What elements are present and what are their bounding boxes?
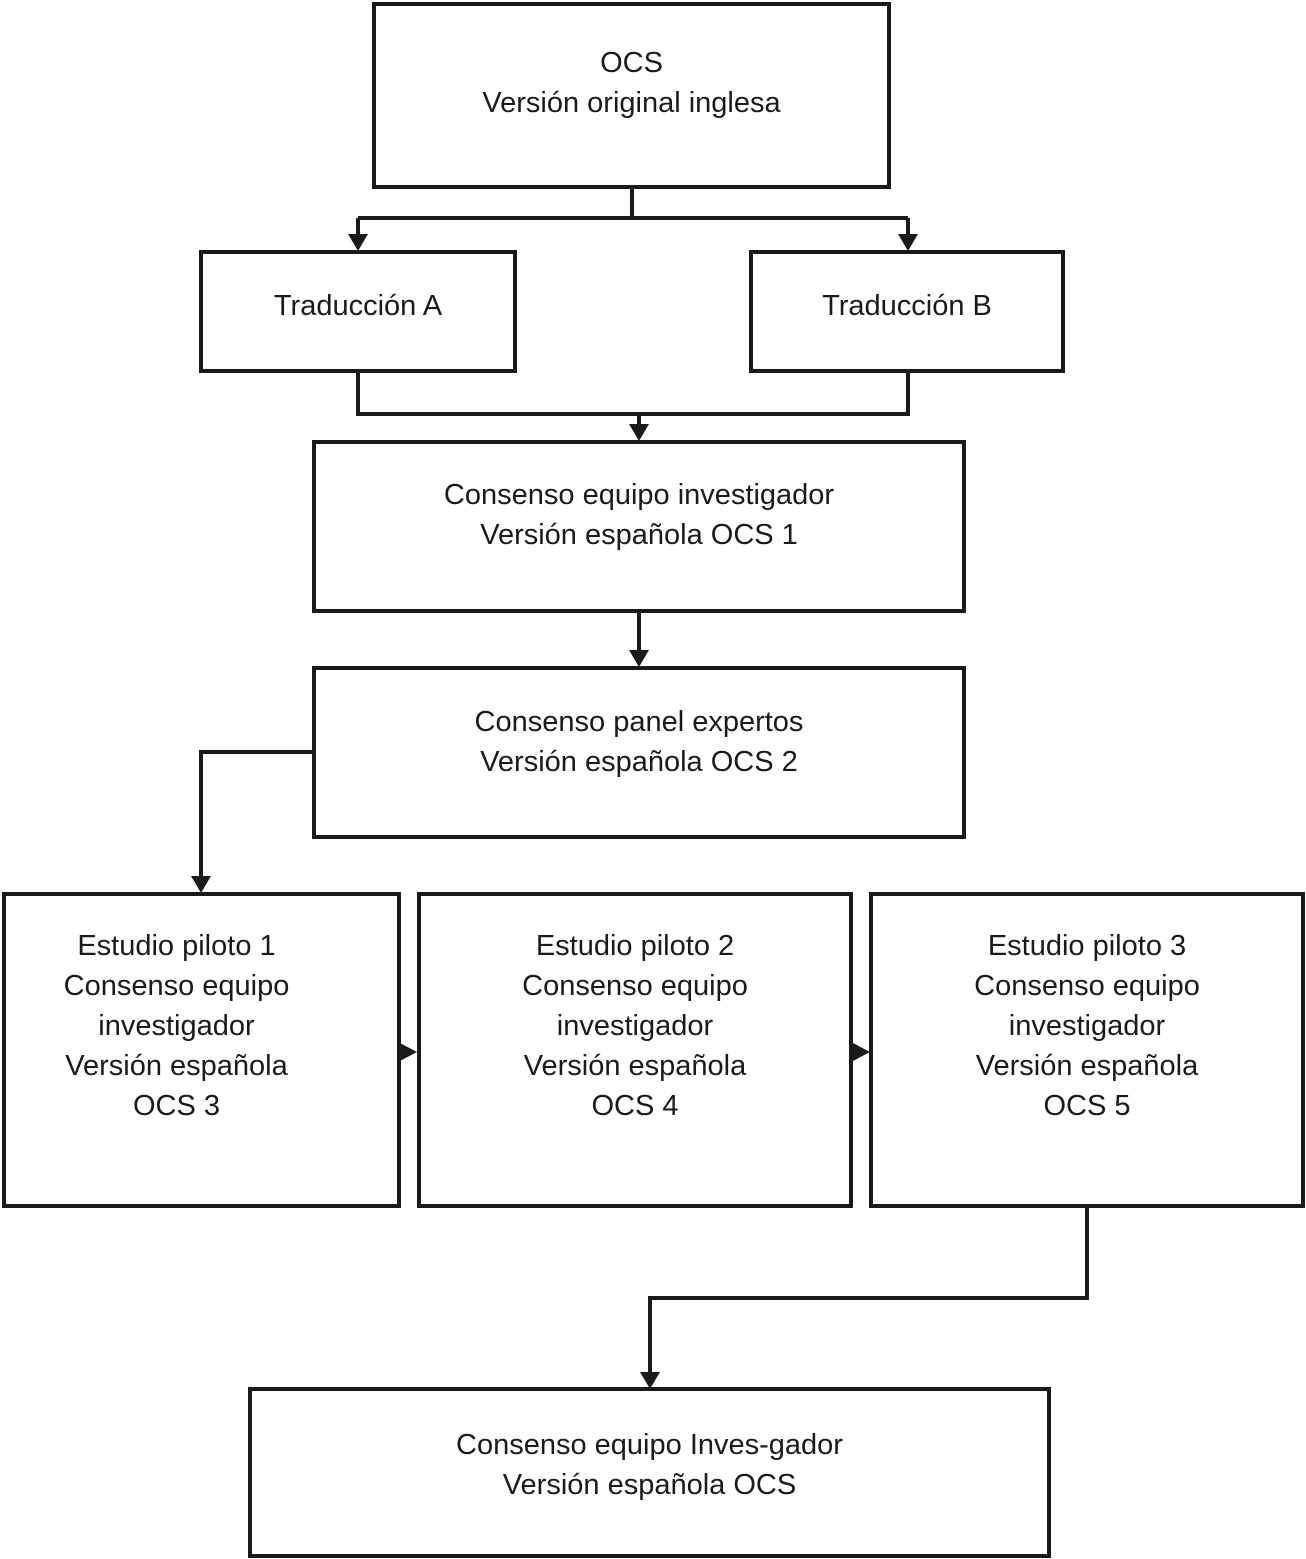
- node-consenso-final-text: Consenso equipo Inves-gador Versión espa…: [456, 1425, 843, 1505]
- arrowhead-piloto-1: [191, 876, 211, 893]
- node-line: Versión original inglesa: [482, 86, 781, 119]
- node-line: Estudio piloto 3: [987, 930, 1187, 962]
- node-estudio-piloto-3: Estudio piloto 3 Consenso equipo investi…: [869, 892, 1305, 1208]
- arrowhead-piloto-2: [400, 1043, 417, 1061]
- node-consenso-investigador-1-text: Consenso equipo investigador Versión esp…: [444, 475, 834, 555]
- node-line: investigador: [98, 1010, 255, 1042]
- node-consenso-final: Consenso equipo Inves-gador Versión espa…: [248, 1387, 1051, 1558]
- arrowhead-final: [640, 1372, 660, 1389]
- node-line: OCS 5: [1043, 1090, 1131, 1122]
- node-line: Estudio piloto 1: [77, 930, 276, 962]
- node-line: Estudio piloto 2: [535, 930, 735, 962]
- node-line: investigador: [556, 1010, 714, 1042]
- node-line: OCS 3: [132, 1090, 220, 1122]
- arrowhead-piloto-3: [853, 1043, 870, 1061]
- node-estudio-piloto-2-text: Estudio piloto 2 Consenso equipo investi…: [522, 926, 748, 1126]
- connector-piloto-3-to-final: [648, 1194, 1089, 1372]
- node-line: OCS 4: [591, 1090, 679, 1122]
- connector-panel-to-piloto-1: [199, 750, 314, 876]
- node-traduccion-b: Traducción B: [749, 250, 1065, 373]
- node-line: investigador: [1008, 1010, 1166, 1042]
- arrowhead-consenso-1: [629, 424, 649, 441]
- node-original: OCS Versión original inglesa: [372, 2, 891, 189]
- connector-translations-merge: [356, 372, 910, 416]
- node-traduccion-a: Traducción A: [199, 250, 517, 373]
- node-line: Versión española: [975, 1050, 1199, 1082]
- node-line: Versión española OCS 1: [480, 518, 798, 551]
- node-line: Versión española: [65, 1050, 288, 1082]
- node-estudio-piloto-2: Estudio piloto 2 Consenso equipo investi…: [417, 892, 853, 1208]
- node-estudio-piloto-1: Estudio piloto 1 Consenso equipo investi…: [2, 892, 401, 1208]
- node-original-text: OCS Versión original inglesa: [482, 43, 780, 123]
- connector-original-split: [358, 188, 908, 220]
- node-line: Versión española OCS 2: [480, 745, 798, 778]
- node-line: Consenso equipo: [522, 970, 748, 1002]
- node-consenso-panel-expertos-text: Consenso panel expertos Versión española…: [475, 702, 804, 782]
- node-consenso-investigador-1: Consenso equipo investigador Versión esp…: [312, 440, 966, 613]
- node-traduccion-b-text: Traducción B: [822, 286, 992, 326]
- node-consenso-panel-expertos: Consenso panel expertos Versión española…: [312, 666, 966, 839]
- node-line: Consenso equipo investigador: [443, 478, 835, 511]
- node-line: Traducción A: [273, 289, 443, 322]
- arrowhead-traduccion-b: [898, 234, 918, 251]
- node-line: Consenso equipo: [974, 970, 1200, 1002]
- node-line: Consenso panel expertos: [474, 705, 804, 738]
- node-line: Versión española: [523, 1050, 747, 1082]
- node-line: Consenso equipo Inves-gador: [456, 1428, 843, 1461]
- node-traduccion-a-text: Traducción A: [274, 286, 442, 326]
- arrowhead-panel: [629, 650, 649, 667]
- node-line: Versión española OCS: [502, 1468, 797, 1501]
- node-estudio-piloto-3-text: Estudio piloto 3 Consenso equipo investi…: [974, 926, 1200, 1126]
- node-line: OCS: [600, 46, 663, 79]
- node-line: Traducción B: [822, 289, 992, 322]
- arrowhead-traduccion-a: [348, 234, 368, 251]
- node-line: Consenso equipo: [63, 970, 290, 1002]
- node-estudio-piloto-1-text: Estudio piloto 1 Consenso equipo investi…: [64, 926, 290, 1126]
